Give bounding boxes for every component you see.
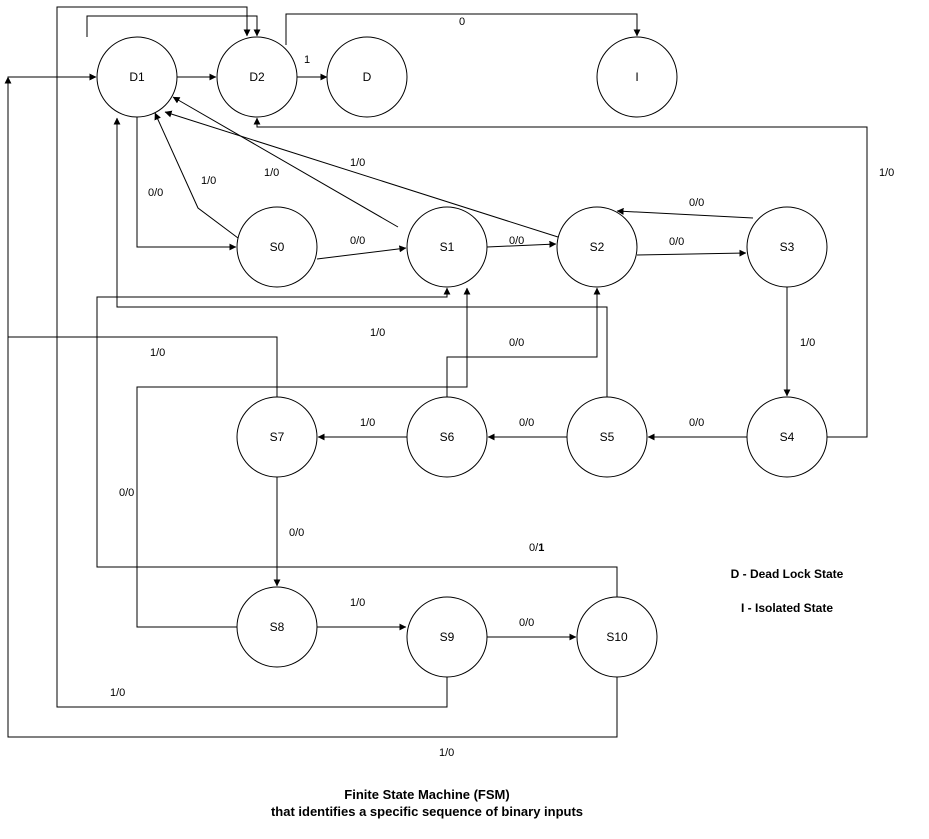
state-s6: S6 (406, 396, 488, 478)
label-s10-to-s1-prefix: 0/ (529, 542, 539, 554)
transitions (4, 6, 868, 738)
edge-s2-to-s3 (636, 249, 747, 257)
edge-d1-to-s0 (136, 117, 237, 251)
state-d: D (326, 36, 408, 118)
state-s10: S10 (576, 596, 658, 678)
label-s6-to-s2: 0/0 (509, 337, 524, 349)
edge-s10-to-d1 (4, 76, 618, 738)
legend-dead-lock: D - Dead Lock State (731, 567, 844, 581)
states: D1 D2 D I S0 S1 S2 S3 (96, 36, 828, 678)
state-label-s6: S6 (440, 430, 455, 444)
label-s0-to-s1: 0/0 (350, 235, 365, 247)
edge-s0-to-d1 (154, 112, 239, 239)
legend: D - Dead Lock State I - Isolated State (731, 567, 844, 615)
state-label-s1: S1 (440, 240, 455, 254)
label-s2-to-d1: 1/0 (350, 157, 365, 169)
state-s1: S1 (406, 206, 488, 288)
state-s9: S9 (406, 596, 488, 678)
label-s3-to-s2: 0/0 (689, 197, 704, 209)
edge-s2-to-d1 (164, 110, 559, 238)
label-s5-to-d1: 1/0 (370, 327, 385, 339)
label-s10-to-d1: 1/0 (439, 747, 454, 759)
label-s5-to-s6: 0/0 (519, 417, 534, 429)
edge-s0-return-to-d2 (86, 15, 261, 37)
state-label-d2: D2 (249, 70, 265, 84)
state-s8: S8 (236, 586, 318, 668)
label-s10-to-s1-suffix: 1 (538, 542, 544, 554)
label-d2-to-i: 0 (459, 16, 465, 28)
edge-s4-to-d2 (253, 117, 868, 438)
state-label-d: D (363, 70, 372, 84)
state-label-s3: S3 (780, 240, 795, 254)
state-label-s2: S2 (590, 240, 605, 254)
edge-s8-to-s1 (136, 287, 471, 628)
state-s7: S7 (236, 396, 318, 478)
state-label-s9: S9 (440, 630, 455, 644)
state-label-i: I (635, 70, 638, 84)
edge-s1-to-s2 (486, 240, 557, 248)
edge-s3-to-s2 (616, 207, 754, 219)
edge-s1-to-d1 (172, 96, 399, 228)
caption-line-1: Finite State Machine (FSM) (344, 787, 509, 802)
state-label-s0: S0 (270, 240, 285, 254)
state-i: I (596, 36, 678, 118)
label-s0-to-d1: 1/0 (201, 175, 216, 187)
label-d1-to-s0: 0/0 (148, 187, 163, 199)
label-s9-to-s10: 0/0 (519, 617, 534, 629)
state-label-s7: S7 (270, 430, 285, 444)
edge-s5-to-d1 (113, 117, 608, 397)
state-label-s5: S5 (600, 430, 615, 444)
edge-s9-to-d2 (56, 6, 448, 708)
label-s1-to-s2: 0/0 (509, 235, 524, 247)
state-label-d1: D1 (129, 70, 145, 84)
label-s2-to-s3: 0/0 (669, 236, 684, 248)
caption: Finite State Machine (FSM) that identifi… (271, 787, 583, 819)
edge-s10-to-s1 (96, 287, 618, 597)
caption-line-2: that identifies a specific sequence of b… (271, 804, 583, 819)
state-s0: S0 (236, 206, 318, 288)
edge-d2-to-i (285, 13, 641, 45)
state-d1: D1 (96, 36, 178, 118)
label-s4-to-d2: 1/0 (879, 167, 894, 179)
state-s2: S2 (556, 206, 638, 288)
label-s9-to-d2: 1/0 (110, 687, 125, 699)
label-s10-to-s1: 0/1 (529, 542, 544, 554)
label-s3-to-s4: 1/0 (800, 337, 815, 349)
edge-s6-to-s2 (446, 287, 601, 397)
legend-isolated: I - Isolated State (741, 601, 833, 615)
state-s5: S5 (566, 396, 648, 478)
label-s7-to-s8: 0/0 (289, 527, 304, 539)
label-s4-to-s5: 0/0 (689, 417, 704, 429)
state-label-s4: S4 (780, 430, 795, 444)
state-s4: S4 (746, 396, 828, 478)
state-label-s10: S10 (606, 630, 628, 644)
label-d2-to-d: 1 (304, 54, 310, 66)
label-s8-to-s9: 1/0 (350, 597, 365, 609)
state-d2: D2 (216, 36, 298, 118)
label-s7-to-d1: 1/0 (150, 347, 165, 359)
label-s8-to-s1: 0/0 (119, 487, 134, 499)
label-s1-to-d1: 1/0 (264, 167, 279, 179)
edge-s0-to-s1 (316, 245, 407, 260)
transition-labels: 0 1 0/0 1/0 1/0 1/0 0/0 0/0 0/0 0/0 1/0 … (110, 16, 894, 759)
label-s6-to-s7: 1/0 (360, 417, 375, 429)
state-label-s8: S8 (270, 620, 285, 634)
state-s3: S3 (746, 206, 828, 288)
